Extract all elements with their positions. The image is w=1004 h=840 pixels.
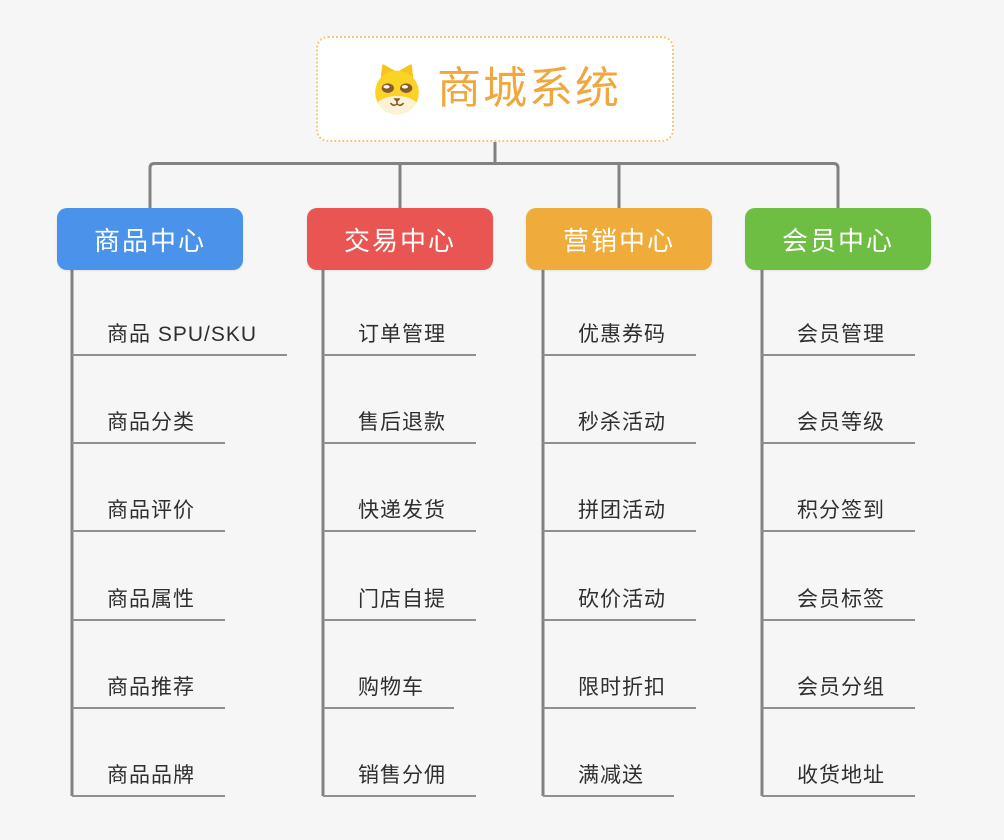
branch-node-member-center[interactable]: 会员中心 bbox=[745, 208, 931, 270]
branch-drop-lines bbox=[398, 163, 621, 210]
leaf-node[interactable]: 会员等级 bbox=[762, 408, 915, 444]
branch-node-product-center[interactable]: 商品中心 bbox=[57, 208, 243, 270]
column-spine-lines bbox=[70, 270, 764, 796]
leaf-node[interactable]: 快递发货 bbox=[323, 496, 476, 532]
leaf-node[interactable]: 购物车 bbox=[323, 673, 454, 709]
leaf-node[interactable]: 收货地址 bbox=[762, 761, 915, 797]
leaf-node[interactable]: 会员标签 bbox=[762, 585, 915, 621]
leaf-node[interactable]: 订单管理 bbox=[323, 320, 476, 356]
dog-face-icon bbox=[369, 61, 425, 117]
leaf-node[interactable]: 商品评价 bbox=[72, 496, 225, 532]
leaf-node[interactable]: 限时折扣 bbox=[543, 673, 696, 709]
leaf-node[interactable]: 商品 SPU/SKU bbox=[72, 320, 288, 356]
leaf-node[interactable]: 会员管理 bbox=[762, 320, 915, 356]
leaf-node[interactable]: 销售分佣 bbox=[323, 761, 476, 797]
leaf-node[interactable]: 售后退款 bbox=[323, 408, 476, 444]
root-title: 商城系统 bbox=[437, 64, 621, 113]
leaf-node[interactable]: 商品品牌 bbox=[72, 761, 225, 797]
leaf-node[interactable]: 会员分组 bbox=[762, 673, 915, 709]
root-node[interactable]: 商城系统 bbox=[316, 36, 674, 142]
branch-node-trade-center[interactable]: 交易中心 bbox=[307, 208, 493, 270]
leaf-node[interactable]: 秒杀活动 bbox=[543, 408, 696, 444]
leaf-node[interactable]: 优惠券码 bbox=[543, 320, 696, 356]
branch-rail-line bbox=[148, 162, 840, 210]
leaf-node[interactable]: 拼团活动 bbox=[543, 496, 696, 532]
leaf-node[interactable]: 砍价活动 bbox=[543, 585, 696, 621]
leaf-node[interactable]: 商品推荐 bbox=[72, 673, 225, 709]
leaf-node[interactable]: 商品分类 bbox=[72, 408, 225, 444]
leaf-node[interactable]: 满减送 bbox=[543, 761, 674, 797]
leaf-node[interactable]: 商品属性 bbox=[72, 585, 225, 621]
leaf-node[interactable]: 门店自提 bbox=[323, 585, 476, 621]
leaf-node[interactable]: 积分签到 bbox=[762, 496, 915, 532]
branch-node-marketing-center[interactable]: 营销中心 bbox=[526, 208, 712, 270]
